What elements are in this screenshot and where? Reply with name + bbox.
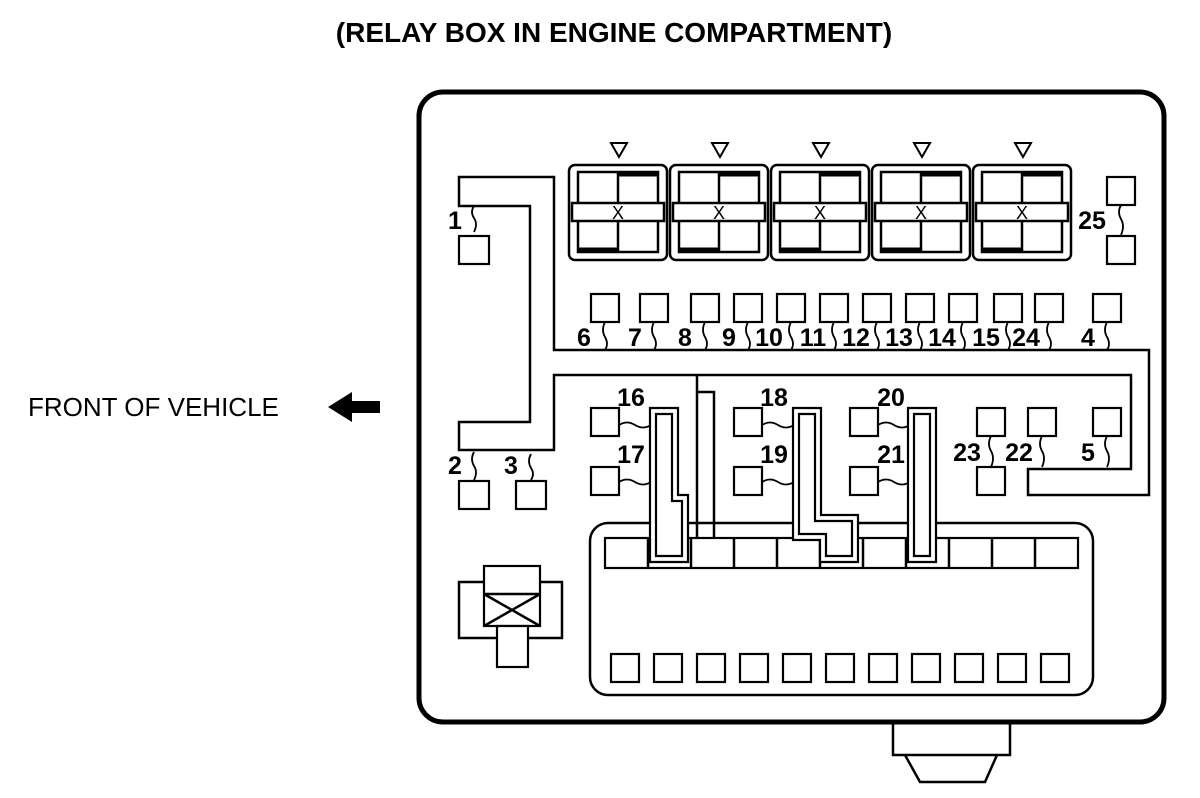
fuse-16	[589, 406, 621, 438]
label-21: 21	[877, 441, 905, 469]
triangle-down-icon	[710, 142, 730, 160]
label-15: 15	[972, 324, 1000, 352]
fuse-5	[1091, 406, 1123, 438]
label-24: 24	[1012, 324, 1040, 352]
label-8: 8	[678, 324, 692, 352]
connector-icon	[457, 564, 564, 669]
fuse-18	[732, 406, 764, 438]
label-12: 12	[842, 324, 870, 352]
fuse-19	[732, 465, 764, 497]
terminal-row	[609, 652, 1071, 684]
bus-bars	[648, 406, 938, 564]
relay-x-mark: X	[915, 203, 927, 223]
relay-x-mark: X	[814, 203, 826, 223]
fuse-3	[514, 479, 548, 511]
label-25: 25	[1078, 207, 1106, 235]
left-band	[457, 175, 1151, 497]
fuse-17	[589, 465, 621, 497]
label-23: 23	[953, 439, 981, 467]
fuse-22	[1026, 406, 1058, 438]
label-17: 17	[617, 441, 645, 469]
label-19: 19	[760, 441, 788, 469]
fuse-21	[848, 465, 880, 497]
label-13: 13	[885, 324, 913, 352]
relay-x-mark: X	[1016, 203, 1028, 223]
relay-block: X	[668, 142, 770, 262]
fuse-row	[589, 292, 1123, 351]
label-6: 6	[577, 324, 591, 352]
diagram-title: (RELAY BOX IN ENGINE COMPARTMENT)	[336, 17, 892, 48]
label-10: 10	[755, 324, 783, 352]
label-20: 20	[877, 384, 905, 412]
label-16: 16	[617, 384, 645, 412]
triangle-down-icon	[609, 142, 629, 160]
fuse-2	[457, 479, 491, 511]
fuse-25	[1105, 175, 1137, 207]
triangle-down-icon	[912, 142, 932, 160]
label-4: 4	[1081, 324, 1095, 352]
relay-block: X	[870, 142, 972, 262]
label-22: 22	[1005, 439, 1033, 467]
relay-x-mark: X	[713, 203, 725, 223]
front-of-vehicle-label: FRONT OF VEHICLE	[28, 392, 279, 422]
relay-x-mark: X	[612, 203, 624, 223]
relay-box-housing	[416, 89, 1167, 725]
bottom-connector	[891, 722, 1012, 784]
label-9: 9	[722, 324, 736, 352]
triangle-down-icon	[1013, 142, 1033, 160]
triangle-down-icon	[811, 142, 831, 160]
fuse-23	[975, 406, 1007, 438]
relay-block: X	[567, 142, 669, 262]
label-7: 7	[628, 324, 642, 352]
fuse-1-wave	[471, 205, 477, 233]
fuse-1	[457, 234, 491, 266]
label-1: 1	[448, 207, 462, 235]
relay-block: X	[769, 142, 871, 262]
label-2: 2	[448, 452, 462, 480]
label-18: 18	[760, 384, 788, 412]
label-5: 5	[1081, 439, 1095, 467]
relay-block: X	[971, 142, 1073, 262]
label-3: 3	[504, 452, 518, 480]
arrow-left-icon	[328, 392, 380, 422]
label-14: 14	[928, 324, 956, 352]
label-11: 11	[800, 324, 827, 352]
relay-row: X X X X	[567, 142, 1073, 262]
fuse-20	[848, 406, 880, 438]
